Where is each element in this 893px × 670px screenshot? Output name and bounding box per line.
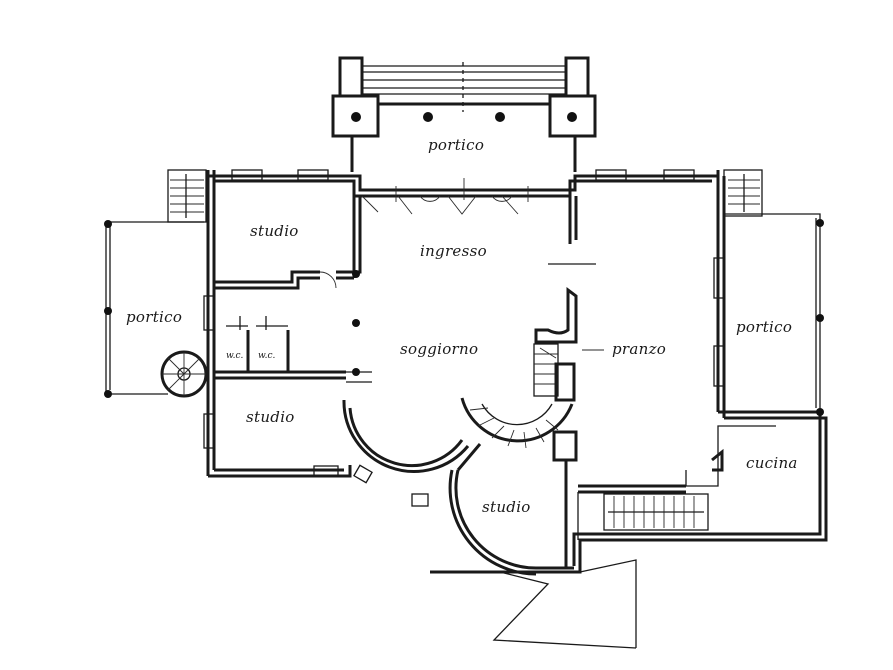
column-dot [104,307,112,315]
label-wc-2: w.c. [258,351,276,361]
label-ingresso: ingresso [420,242,487,260]
column-dot [423,112,433,122]
column-dot [495,112,505,122]
interior-column [352,270,360,278]
column-dot [567,112,577,122]
top-portico [331,56,597,172]
column-dot [816,219,824,227]
label-studio-top-left: studio [250,222,299,240]
right-portico [723,169,824,416]
room-labels: portico studio ingresso portico soggiorn… [126,136,798,516]
column-dot [816,314,824,322]
interior-column [352,319,360,327]
label-cucina: cucina [746,454,798,472]
label-studio-bottom: studio [482,498,531,516]
label-portico-top: portico [428,136,484,154]
label-studio-bottom-left: studio [246,408,295,426]
interior-walls [214,178,709,540]
label-wc-1: w.c. [226,351,244,361]
label-pranzo: pranzo [612,340,666,358]
column-dot [104,390,112,398]
label-portico-left: portico [126,308,182,326]
interior-column [352,368,360,376]
entrance-ramp [492,559,637,649]
column-dot [104,220,112,228]
curved-bays [342,399,574,576]
left-portico [104,169,208,398]
label-portico-right: portico [736,318,792,336]
column-dot [816,408,824,416]
column-dot [351,112,361,122]
label-soggiorno: soggiorno [400,340,478,358]
